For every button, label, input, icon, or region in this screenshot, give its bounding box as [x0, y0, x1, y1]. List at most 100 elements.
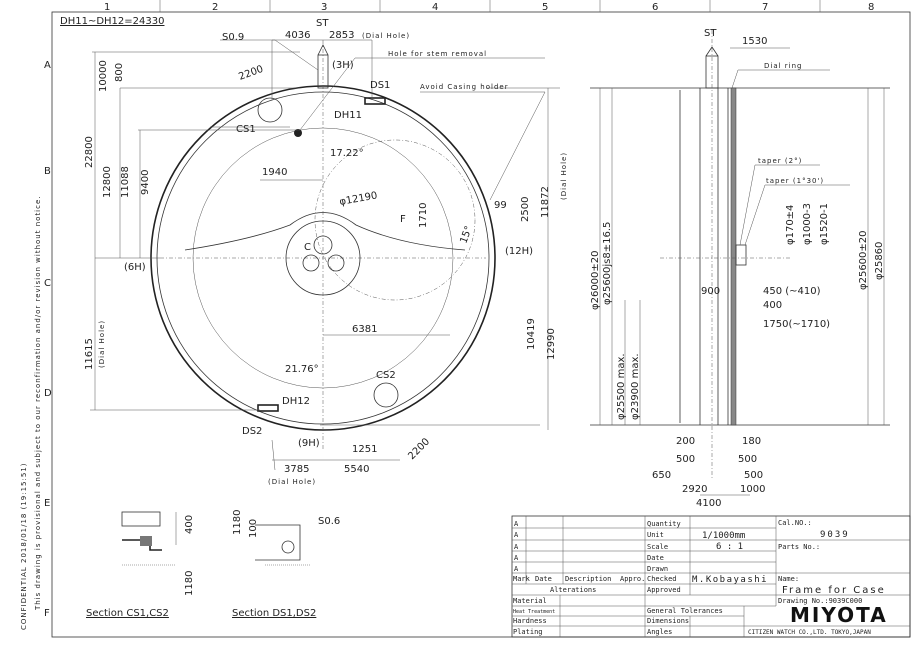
column-markers: 1 2 3 4 5 6 7 8	[104, 0, 874, 13]
label-d12190: φ12190	[339, 190, 379, 208]
label-dial-hole-b: (Dial Hole)	[268, 478, 316, 486]
column-1: 1	[104, 2, 110, 13]
section-ds-title: Section DS1,DS2	[232, 608, 316, 619]
column-3: 3	[321, 2, 327, 13]
label-ds2: DS2	[242, 426, 262, 437]
unit-value: 1/1000mm	[702, 531, 745, 541]
column-5: 5	[542, 2, 548, 13]
label-d1530: 1530	[742, 36, 767, 47]
plating-label: Plating	[513, 628, 543, 636]
label-9h: (9H)	[298, 438, 320, 449]
date-label: Date	[647, 554, 664, 562]
label-s09: S0.9	[222, 32, 244, 43]
general-tolerances-label: General Tolerances	[647, 607, 723, 615]
label-12h: (12H)	[505, 246, 533, 257]
mark-4: A	[514, 554, 519, 562]
label-avoid-casing: Avoid Casing holder	[420, 83, 509, 91]
label-d2500: 2500	[520, 197, 531, 222]
label-d26000: φ26000±20	[590, 250, 601, 310]
label-cs-400: 400	[184, 515, 195, 534]
provisional-note: This drawing is provisional and subject …	[34, 195, 42, 611]
label-d11872: 11872	[540, 186, 551, 218]
column-7: 7	[762, 2, 768, 13]
mark-1: A	[514, 520, 519, 528]
label-cs1: CS1	[236, 124, 256, 135]
desc-header: Description	[565, 575, 611, 583]
label-d25600js8: φ25600js8±16.5	[602, 222, 613, 305]
alterations-label: Alterations	[550, 586, 596, 594]
drawn-label: Drawn	[647, 565, 668, 573]
label-d11088: 11088	[120, 166, 131, 198]
section-cs-title: Section CS1,CS2	[86, 608, 169, 619]
label-d3785: 3785	[284, 464, 309, 475]
side-view	[590, 30, 890, 496]
label-d650: 650	[652, 470, 671, 481]
label-dial-hole-left: (Dial Hole)	[98, 320, 106, 368]
side-view-labels: ST 1530 Dial ring taper (2°) taper (1°30…	[590, 28, 885, 509]
label-d4036: 4036	[285, 30, 310, 41]
label-6h: (6H)	[124, 262, 146, 273]
label-hole-stem: Hole for stem removal	[388, 50, 487, 58]
label-d5540: 5540	[344, 464, 369, 475]
label-dial-ring: Dial ring	[764, 62, 803, 70]
front-view	[90, 39, 560, 471]
label-d170: φ170±4	[785, 205, 796, 245]
column-4: 4	[432, 2, 438, 13]
label-d2200a: 2200	[237, 64, 265, 83]
label-d10419: 10419	[526, 318, 537, 350]
label-d1750: 1750(~1710)	[763, 319, 830, 330]
row-d: D	[44, 388, 52, 399]
parts-no-label: Parts No.:	[778, 543, 820, 551]
mark-header: Mark	[513, 575, 531, 583]
name-label: Name:	[778, 575, 799, 583]
label-d400: 400	[763, 300, 782, 311]
label-a2176: 21.76°	[285, 364, 319, 375]
cal-no-label: Cal.NO.:	[778, 519, 812, 527]
label-a1722: 17.22°	[330, 148, 364, 159]
approved-label: Approved	[647, 586, 681, 594]
scale-value: 6 : 1	[716, 542, 743, 552]
label-d2920: 2920	[682, 484, 707, 495]
column-8: 8	[868, 2, 874, 13]
label-side-st: ST	[704, 28, 717, 39]
label-d22800: 22800	[84, 136, 95, 168]
appro-header: Appro.	[620, 575, 645, 583]
label-d800: 800	[114, 63, 125, 82]
angles-label: Angles	[647, 628, 672, 636]
cal-no-value: 9039	[820, 530, 850, 540]
mark-3: A	[514, 543, 519, 551]
scale-label: Scale	[647, 543, 668, 551]
label-d1520: φ1520-1	[819, 203, 830, 245]
label-ds-100: 100	[248, 519, 259, 538]
label-d25500: φ25500 max.	[616, 353, 627, 420]
section-ds: 1180 100 S0.6 Section DS1,DS2	[232, 510, 340, 619]
label-st: ST	[316, 18, 329, 29]
label-d2200b: 2200	[406, 436, 432, 462]
label-ds-s06: S0.6	[318, 516, 340, 527]
label-d1710: 1710	[418, 203, 429, 228]
label-d25860: φ25860	[874, 242, 885, 280]
section-cs: 400 1180 Section CS1,CS2	[86, 511, 195, 619]
label-cs2: CS2	[376, 370, 396, 381]
row-markers: A B C D E F	[44, 60, 52, 619]
label-dh11: DH11	[334, 110, 362, 121]
label-d1000: φ1000-3	[802, 203, 813, 245]
row-b: B	[44, 166, 51, 177]
label-d500b: 500	[738, 454, 757, 465]
mark-2: A	[514, 531, 519, 539]
checked-value: M.Kobayashi	[692, 575, 768, 585]
label-a15: 15°	[458, 225, 474, 245]
company-name: CITIZEN WATCH CO.,LTD. TOKYO,JAPAN	[748, 629, 871, 636]
label-d180: 180	[742, 436, 761, 447]
label-dial-hole-v: (Dial Hole)	[560, 152, 568, 200]
label-d10000: 10000	[98, 60, 109, 92]
heat-treatment-label: Heat Treatment	[513, 609, 555, 615]
label-d450: 450 (~410)	[763, 286, 821, 297]
label-d25600: φ25600±20	[858, 230, 869, 290]
label-d12800: 12800	[102, 166, 113, 198]
row-f: F	[44, 608, 50, 619]
checked-label: Checked	[647, 575, 677, 583]
label-ds-1180: 1180	[232, 510, 243, 535]
label-d6381: 6381	[352, 324, 377, 335]
